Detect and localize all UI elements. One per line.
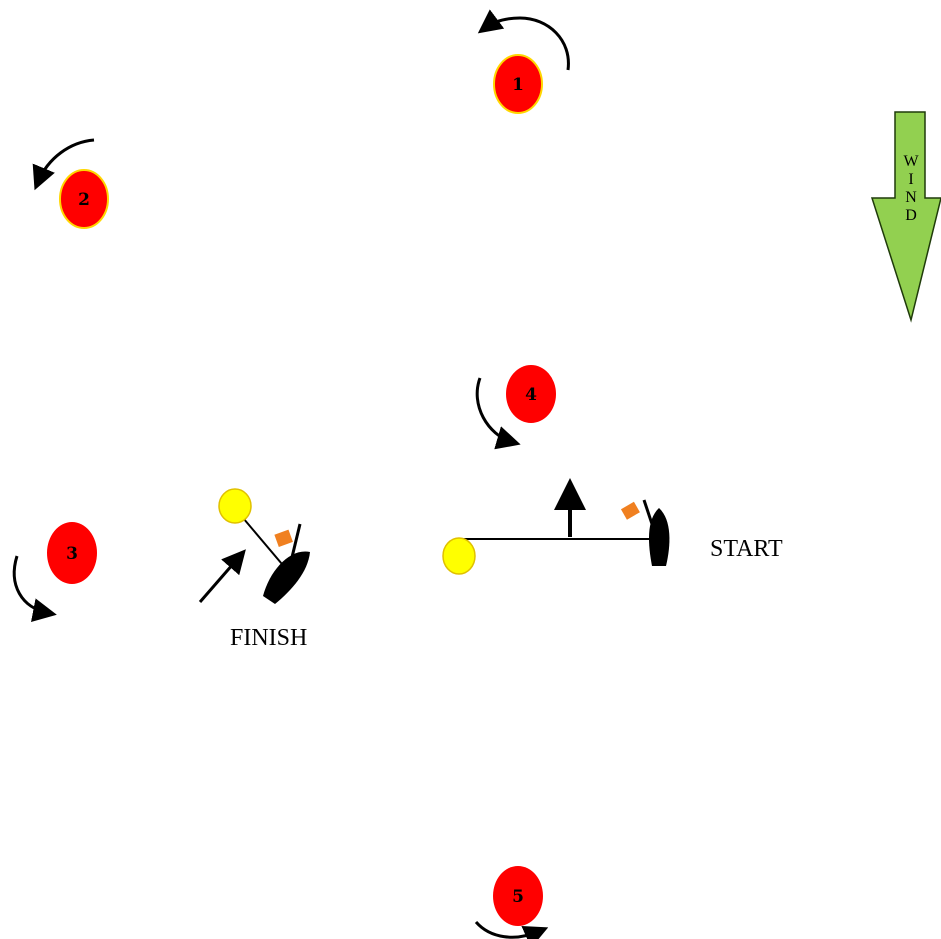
mark-3-rounding-arrow	[14, 556, 48, 613]
finish-flag	[274, 530, 293, 547]
mark-1-label: 1	[512, 75, 524, 95]
finish-pin-buoy	[219, 489, 251, 523]
start-committee-boat	[649, 508, 669, 566]
finish-label: FINISH	[230, 625, 307, 651]
mark-4-label: 4	[525, 385, 537, 405]
mark-3: 3	[14, 522, 97, 613]
start-label: START	[710, 536, 783, 562]
start-flag	[621, 502, 640, 520]
mark-3-label: 3	[66, 544, 78, 564]
wind-letter-w: W	[903, 153, 919, 170]
mark-5: 5	[476, 866, 543, 937]
mark-4: 4	[477, 365, 556, 442]
wind-letter-i: I	[908, 171, 913, 188]
finish-direction-arrow	[200, 556, 240, 602]
mark-2-label: 2	[78, 190, 90, 210]
wind-arrow: W I N D	[872, 112, 941, 320]
wind-letter-d: D	[905, 207, 917, 224]
mark-1: 1	[485, 18, 568, 113]
finish-line-group: FINISH	[200, 489, 310, 651]
start-flag-pole	[644, 500, 654, 530]
mark-5-label: 5	[512, 887, 524, 907]
wind-letter-n: N	[905, 189, 917, 206]
mark-2: 2	[38, 140, 108, 228]
start-line-group: START	[443, 490, 783, 574]
mark-5-rounding-arrow	[476, 922, 540, 937]
start-pin-buoy	[443, 538, 475, 574]
